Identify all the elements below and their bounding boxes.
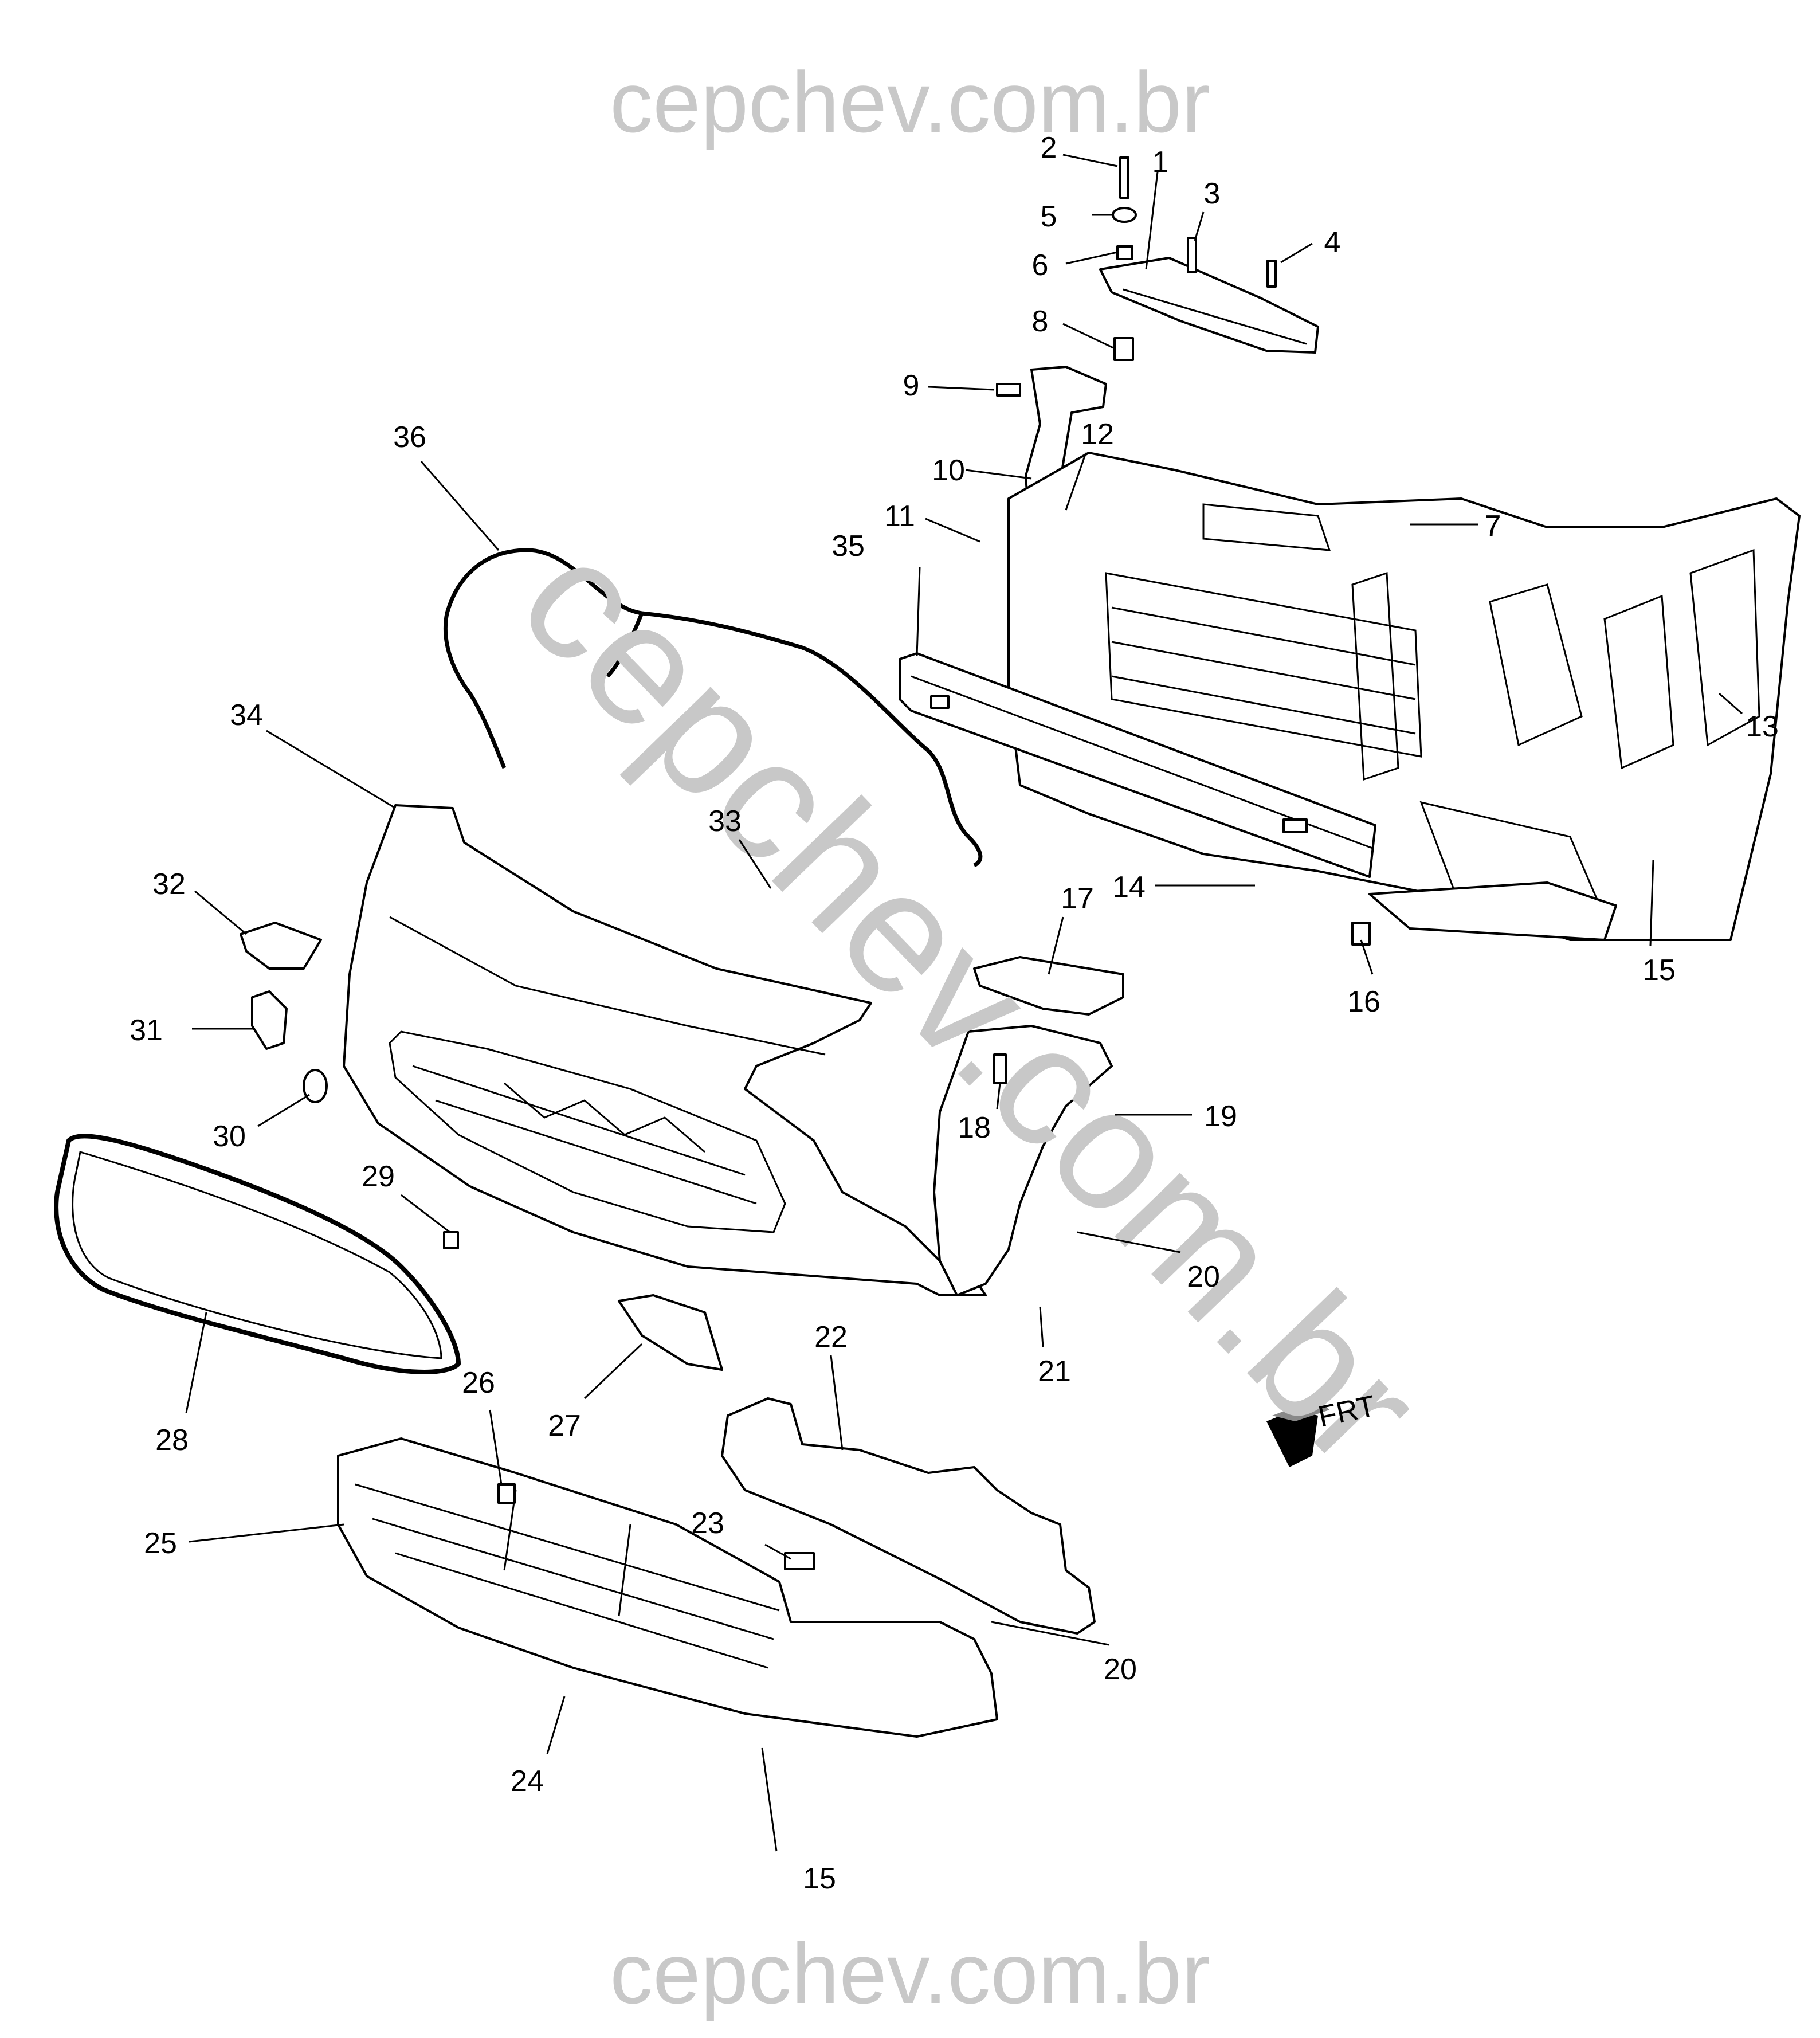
callout-4: 4 <box>1324 226 1341 259</box>
emblem-part <box>240 922 322 970</box>
callout-36: 36 <box>393 421 426 454</box>
callout-27: 27 <box>548 1409 581 1443</box>
tow-cover-part <box>618 1294 723 1371</box>
callout-33: 33 <box>708 805 742 838</box>
clip-29-part <box>443 1231 459 1249</box>
callout-25: 25 <box>144 1527 177 1560</box>
callout-20-upper: 20 <box>1187 1260 1220 1294</box>
energy-absorber-part <box>721 1397 1096 1635</box>
grommet-part <box>303 1069 328 1103</box>
callout-31: 31 <box>130 1014 163 1047</box>
splash-shield-part <box>1368 881 1617 941</box>
callout-1: 1 <box>1152 146 1169 179</box>
callout-20-lower: 20 <box>1104 1653 1137 1686</box>
callout-35: 35 <box>831 530 865 563</box>
callout-34: 34 <box>230 699 263 732</box>
callout-23: 23 <box>691 1507 724 1540</box>
callout-13: 13 <box>1746 710 1779 743</box>
callout-26: 26 <box>462 1366 495 1400</box>
watermark-bottom: cepchev.com.br <box>610 1925 1210 2021</box>
callout-24: 24 <box>511 1765 544 1798</box>
callout-22: 22 <box>814 1320 848 1354</box>
small-parts <box>240 881 1617 1570</box>
callout-19: 19 <box>1204 1100 1237 1133</box>
upper-bracket-part <box>1099 156 1319 361</box>
callout-10: 10 <box>932 454 965 487</box>
callout-29: 29 <box>362 1160 395 1193</box>
front-direction-arrow <box>1266 1398 1329 1467</box>
callout-18: 18 <box>958 1111 991 1145</box>
leader-lines <box>185 154 1743 1852</box>
front-structure-part <box>1007 452 1801 941</box>
callout-5: 5 <box>1041 200 1057 233</box>
watermark-top: cepchev.com.br <box>610 54 1210 150</box>
callout-11: 11 <box>884 500 915 533</box>
callout-28: 28 <box>155 1424 189 1457</box>
callout-2: 2 <box>1041 131 1057 164</box>
callout-6: 6 <box>1032 249 1049 282</box>
callout-17: 17 <box>1061 882 1094 915</box>
grille-surround-part <box>54 1134 461 1374</box>
callout-3: 3 <box>1204 177 1221 210</box>
callout-14: 14 <box>1112 871 1146 904</box>
callout-30: 30 <box>213 1120 246 1153</box>
callout-7: 7 <box>1485 510 1501 543</box>
callout-21: 21 <box>1038 1355 1071 1388</box>
wiring-harness-part <box>443 548 983 868</box>
nut-26-part <box>497 1483 516 1504</box>
callout-32: 32 <box>152 868 186 901</box>
fog-bezel-part <box>251 990 288 1050</box>
callout-16: 16 <box>1347 985 1380 1018</box>
callout-15-upper: 15 <box>1642 954 1676 987</box>
callout-numbers: 1 2 3 4 5 6 7 8 9 10 11 12 13 14 15 15 1… <box>130 131 1779 1895</box>
callout-9: 9 <box>903 369 920 402</box>
front-fascia-part <box>343 804 987 1296</box>
callout-8: 8 <box>1032 305 1049 338</box>
callout-15-lower: 15 <box>803 1862 836 1895</box>
spring-23-part <box>784 1552 815 1570</box>
callout-12: 12 <box>1081 418 1114 451</box>
lower-fascia-part <box>337 1437 998 1738</box>
parts-artwork <box>54 156 1801 1738</box>
